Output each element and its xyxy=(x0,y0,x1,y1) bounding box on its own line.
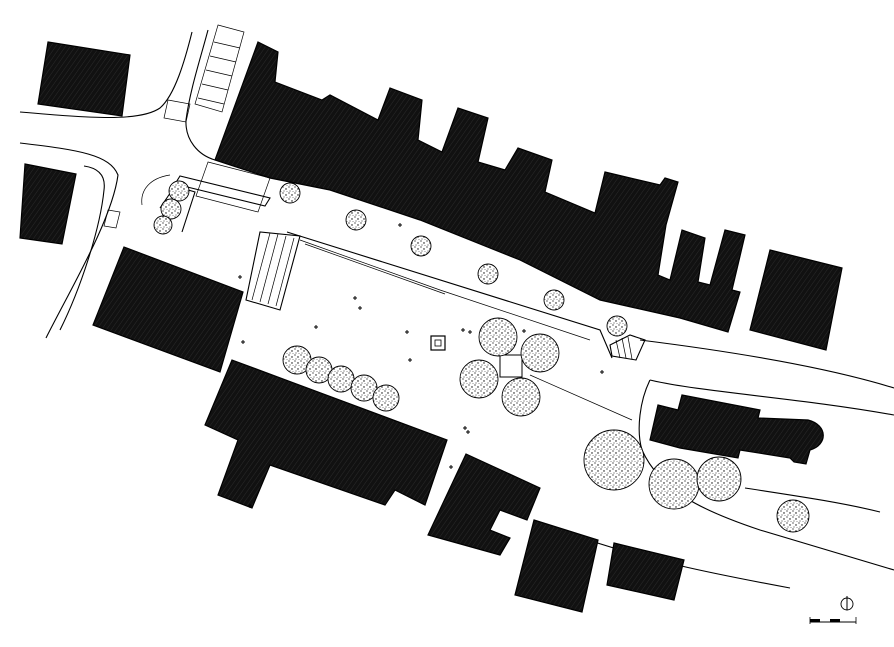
building-s3 xyxy=(606,542,685,601)
lamp-icon xyxy=(353,296,357,300)
lamp-icon xyxy=(358,306,362,310)
lamp-icon xyxy=(600,370,604,374)
lamp-icon xyxy=(398,223,402,227)
tree-icon xyxy=(279,182,301,204)
lamp-icon xyxy=(466,430,470,434)
tree-icon xyxy=(478,317,518,357)
tree-icon xyxy=(501,377,541,417)
plaza-edges xyxy=(103,99,646,421)
tree-icon xyxy=(543,289,565,311)
tree-icon xyxy=(648,458,700,510)
north-arrow-icon xyxy=(840,596,854,611)
building-south-block xyxy=(204,359,448,509)
scale-bar-icon xyxy=(809,617,857,624)
lamp-icon xyxy=(522,329,526,333)
tree-icon xyxy=(350,374,378,402)
tree-icon xyxy=(776,499,810,533)
fountain-icon xyxy=(430,335,523,378)
trees xyxy=(153,180,810,533)
lamp-icon xyxy=(248,504,252,508)
tree-icon xyxy=(160,198,182,220)
building-sw-square xyxy=(92,246,244,373)
tree-icon xyxy=(696,456,742,502)
lamp-icon xyxy=(463,426,467,430)
building-w xyxy=(19,163,77,245)
tree-icon xyxy=(459,359,499,399)
lamp-icon xyxy=(238,275,242,279)
tree-icon xyxy=(327,365,355,393)
building-church xyxy=(649,394,824,465)
buildings xyxy=(19,41,843,613)
tree-icon xyxy=(520,333,560,373)
tree-icon xyxy=(168,180,190,202)
tree-icon xyxy=(606,315,628,337)
lamp-icon xyxy=(408,358,412,362)
tree-icon xyxy=(477,263,499,285)
building-ne xyxy=(749,249,843,351)
building-nw xyxy=(37,41,131,117)
lamp-icon xyxy=(449,465,453,469)
tree-icon xyxy=(583,429,645,491)
building-s2 xyxy=(514,519,599,613)
lamp-icon xyxy=(468,330,472,334)
lamp-icon xyxy=(461,328,465,332)
lamp-icon xyxy=(405,330,409,334)
tree-icon xyxy=(345,209,367,231)
building-s1 xyxy=(427,453,541,556)
tree-icon xyxy=(372,384,400,412)
building-north-block xyxy=(214,41,746,333)
tree-icon xyxy=(153,215,173,235)
crosswalk xyxy=(194,24,245,113)
lamp-icon xyxy=(241,340,245,344)
tree-icon xyxy=(410,235,432,257)
lamp-icon xyxy=(314,325,318,329)
lamps xyxy=(238,223,604,508)
